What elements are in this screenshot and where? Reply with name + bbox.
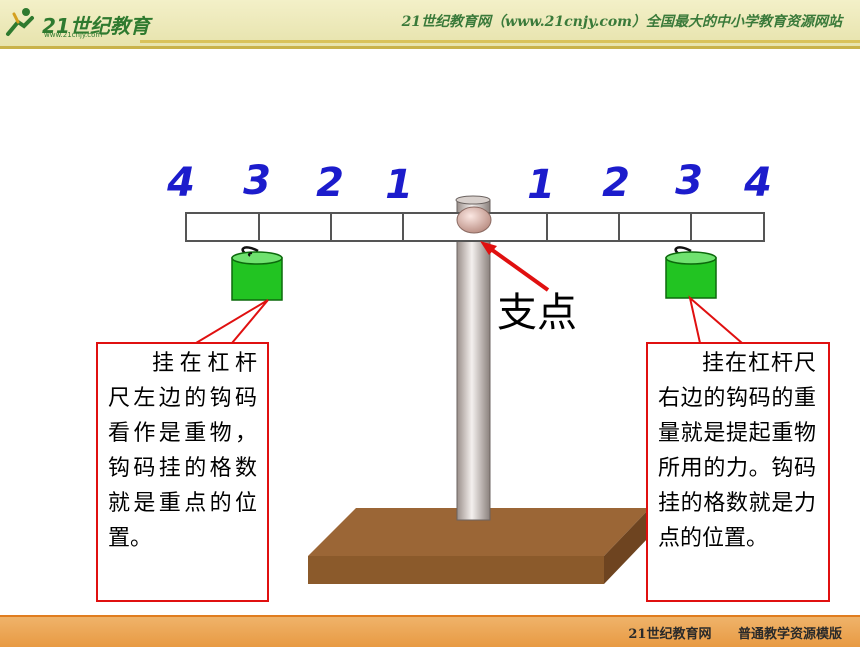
footer-template: 普通教学资源模版 bbox=[737, 627, 842, 642]
footer-text: 21世纪教育网 普通教学资源模版 bbox=[628, 623, 842, 642]
scale-number-right-4: 4 bbox=[744, 160, 772, 206]
base-front bbox=[308, 556, 604, 584]
header-divider bbox=[140, 40, 860, 43]
fulcrum-label: 支点 bbox=[497, 290, 577, 336]
fulcrum-arrow bbox=[486, 245, 550, 292]
fulcrum-knob bbox=[456, 206, 492, 234]
left-weight bbox=[231, 246, 283, 301]
scale-number-left-2: 2 bbox=[316, 160, 344, 206]
left-callout-pointer bbox=[192, 299, 269, 344]
support-post bbox=[456, 199, 491, 521]
right-force-note: 挂在杠杆尺右边的钩码的重量就是提起重物所用的力。钩码挂的格数就是力点的位置。 bbox=[646, 342, 830, 602]
ruler-ticks bbox=[258, 213, 692, 241]
scale-number-left-1: 1 bbox=[385, 162, 413, 208]
left-weight-note: 挂在杠杆尺左边的钩码看作是重物，钩码挂的格数就是重点的位置。 bbox=[96, 342, 269, 602]
scale-number-right-3: 3 bbox=[675, 158, 703, 204]
scale-number-right-2: 2 bbox=[602, 160, 630, 206]
footer-site: 21世纪教育网 bbox=[628, 627, 712, 642]
logo-url: www.21cnjy.com bbox=[44, 31, 103, 39]
base-top bbox=[308, 508, 650, 556]
base-side bbox=[604, 508, 650, 584]
right-weight bbox=[665, 246, 717, 299]
runner-logo-icon bbox=[6, 8, 34, 36]
right-callout-pointer bbox=[688, 295, 745, 344]
logo-text: 21世纪教育 bbox=[42, 14, 150, 38]
scale-number-right-1: 1 bbox=[527, 162, 555, 208]
footer-bar: 21世纪教育网 普通教学资源模版 bbox=[0, 615, 860, 647]
scale-number-left-4: 4 bbox=[167, 160, 195, 206]
scale-number-left-3: 3 bbox=[243, 158, 271, 204]
header-slogan: 21世纪教育网（www.21cnjy.com）全国最大的中小学教育资源网站 bbox=[401, 14, 842, 30]
